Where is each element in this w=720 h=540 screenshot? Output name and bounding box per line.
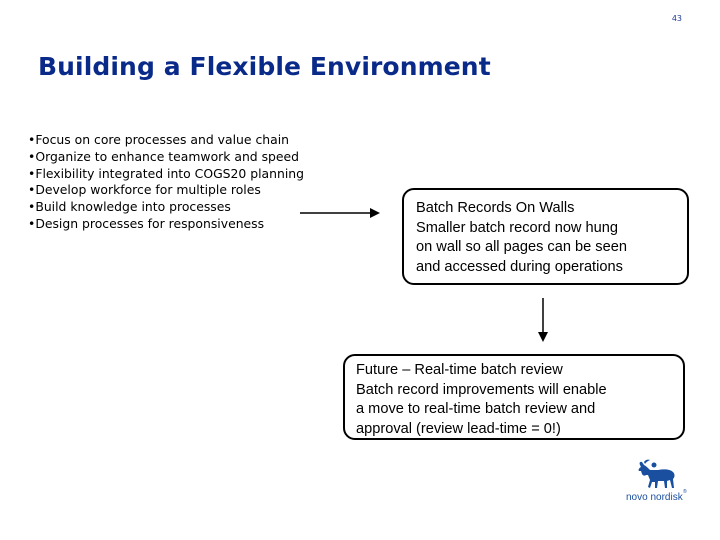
bullet-item: Build knowledge into processes [28, 199, 304, 216]
box2-line: approval (review lead-time = 0!) [356, 420, 561, 437]
slide-title: Building a Flexible Environment [38, 52, 491, 81]
box1-line: Smaller batch record now hung [416, 219, 618, 236]
box1-line: on wall so all pages can be seen [416, 239, 627, 255]
box2-line: a move to real-time batch review and [356, 401, 596, 417]
box1-heading: Batch Records On Walls [416, 200, 575, 216]
bullet-item: Flexibility integrated into COGS20 plann… [28, 166, 304, 183]
batch-records-box: Batch Records On Walls Smaller batch rec… [402, 188, 689, 285]
box1-line: and accessed during operations [416, 258, 623, 275]
bullet-item: Organize to enhance teamwork and speed [28, 149, 304, 166]
box2-line: Batch record improvements will enable [356, 381, 607, 398]
page-number: 43 [671, 14, 682, 23]
bullet-item: Develop workforce for multiple roles [28, 182, 304, 199]
bullet-item: Focus on core processes and value chain [28, 132, 304, 149]
logo-reg-mark: ® [683, 488, 687, 495]
bullet-list: Focus on core processes and value chain … [28, 132, 304, 233]
apis-bull-icon: novo nordisk ® [626, 459, 687, 503]
logo-wordmark: novo nordisk [626, 492, 684, 503]
box2-heading: Future – Real-time batch review [356, 362, 563, 378]
novo-nordisk-logo: novo nordisk ® [624, 458, 688, 504]
real-time-review-box: Future – Real-time batch review Batch re… [343, 354, 685, 440]
bullet-item: Design processes for responsiveness [28, 216, 304, 233]
